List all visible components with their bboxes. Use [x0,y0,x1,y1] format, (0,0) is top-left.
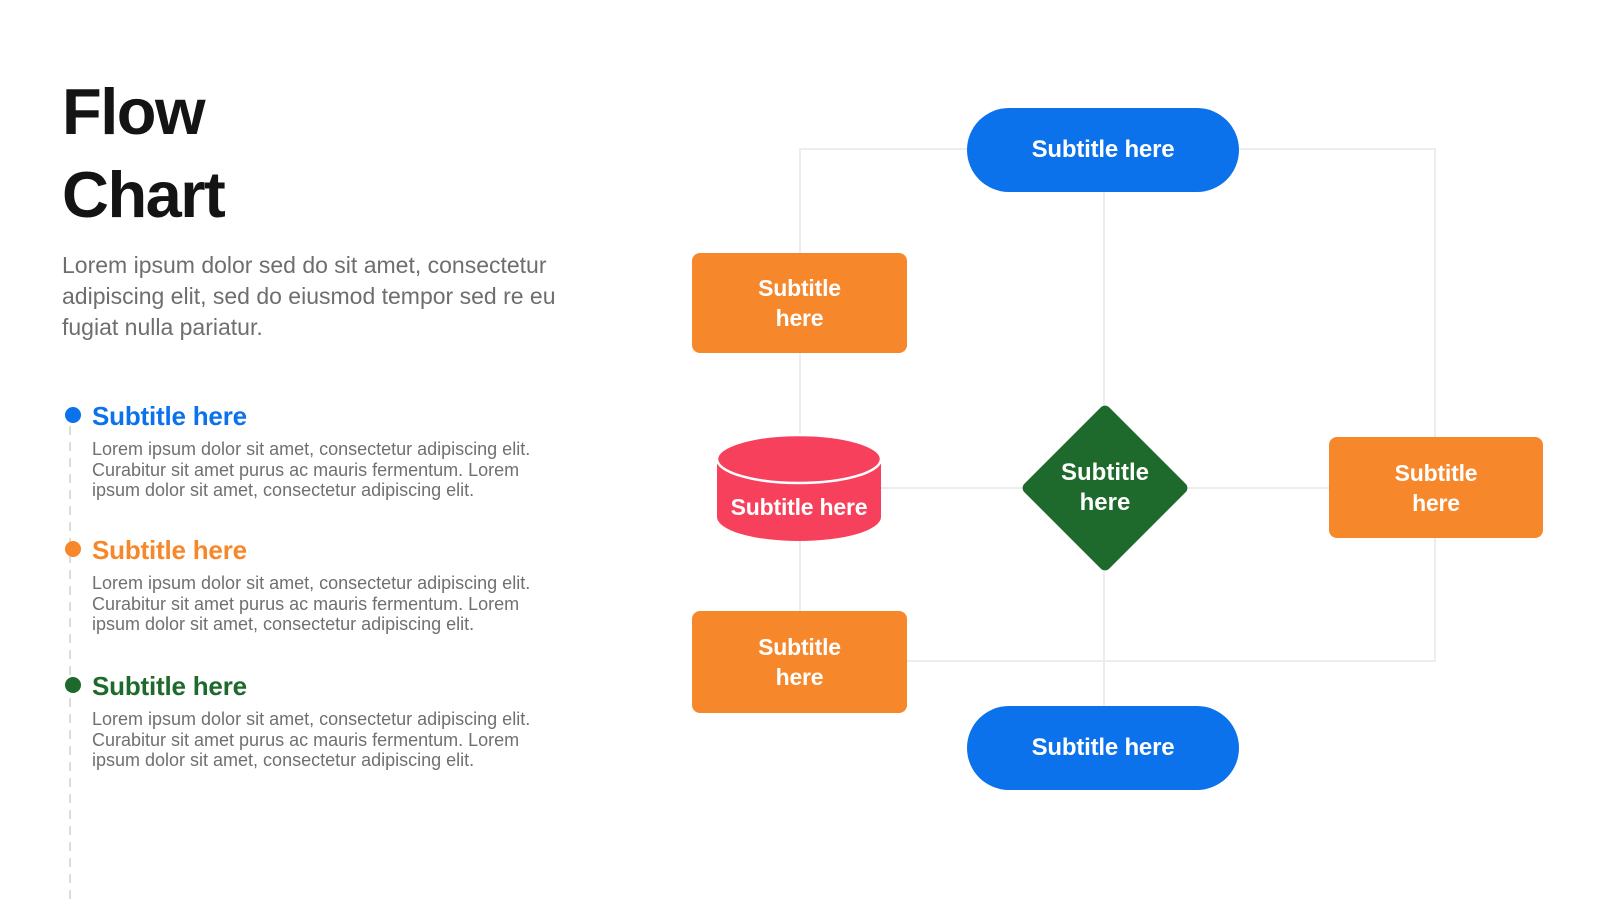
connector-frame [799,148,1436,662]
node-label: Subtitle here [758,275,841,331]
section-heading: Subtitle here [92,671,247,701]
section-heading: Subtitle here [92,535,247,565]
section-body: Lorem ipsum dolor sit amet, consectetur … [92,439,531,500]
flow-node-left-top-rect: Subtitle here [692,253,907,353]
legend-section-green: Subtitle here Lorem ipsum dolor sit amet… [65,670,554,771]
node-label: Subtitle here [1061,459,1149,516]
flow-node-top-pill: Subtitle here [967,108,1239,192]
cylinder-shape-icon [715,433,883,541]
node-label: Subtitle here [1031,734,1175,761]
section-content: Subtitle here Lorem ipsum dolor sit amet… [92,534,554,635]
node-label: Subtitle here [1031,136,1175,163]
node-label: Subtitle here [758,634,841,690]
section-heading: Subtitle here [92,401,247,431]
node-label: Subtitle here [730,493,868,520]
section-content: Subtitle here Lorem ipsum dolor sit amet… [92,670,554,771]
dashed-rail-line [69,426,71,900]
flow-node-left-bottom-rect: Subtitle here [692,611,907,713]
bullet-dot-green [65,677,81,693]
flow-node-right-rect: Subtitle here [1329,437,1543,538]
legend-section-orange: Subtitle here Lorem ipsum dolor sit amet… [65,534,554,635]
section-content: Subtitle here Lorem ipsum dolor sit amet… [92,400,554,501]
legend-section-blue: Subtitle here Lorem ipsum dolor sit amet… [65,400,554,501]
flow-node-cylinder: Subtitle here [715,433,883,543]
bullet-dot-blue [65,407,81,423]
section-body: Lorem ipsum dolor sit amet, consectetur … [92,573,531,634]
page-title: Flow Chart [62,75,226,231]
flow-node-bottom-pill: Subtitle here [967,706,1239,790]
node-label: Subtitle here [1394,459,1478,516]
diamond-label-wrap: Subtitle here [1025,428,1185,548]
intro-paragraph: Lorem ipsum dolor sed do sit amet, conse… [62,252,556,340]
section-body: Lorem ipsum dolor sit amet, consectetur … [92,709,531,770]
bullet-dot-orange [65,541,81,557]
